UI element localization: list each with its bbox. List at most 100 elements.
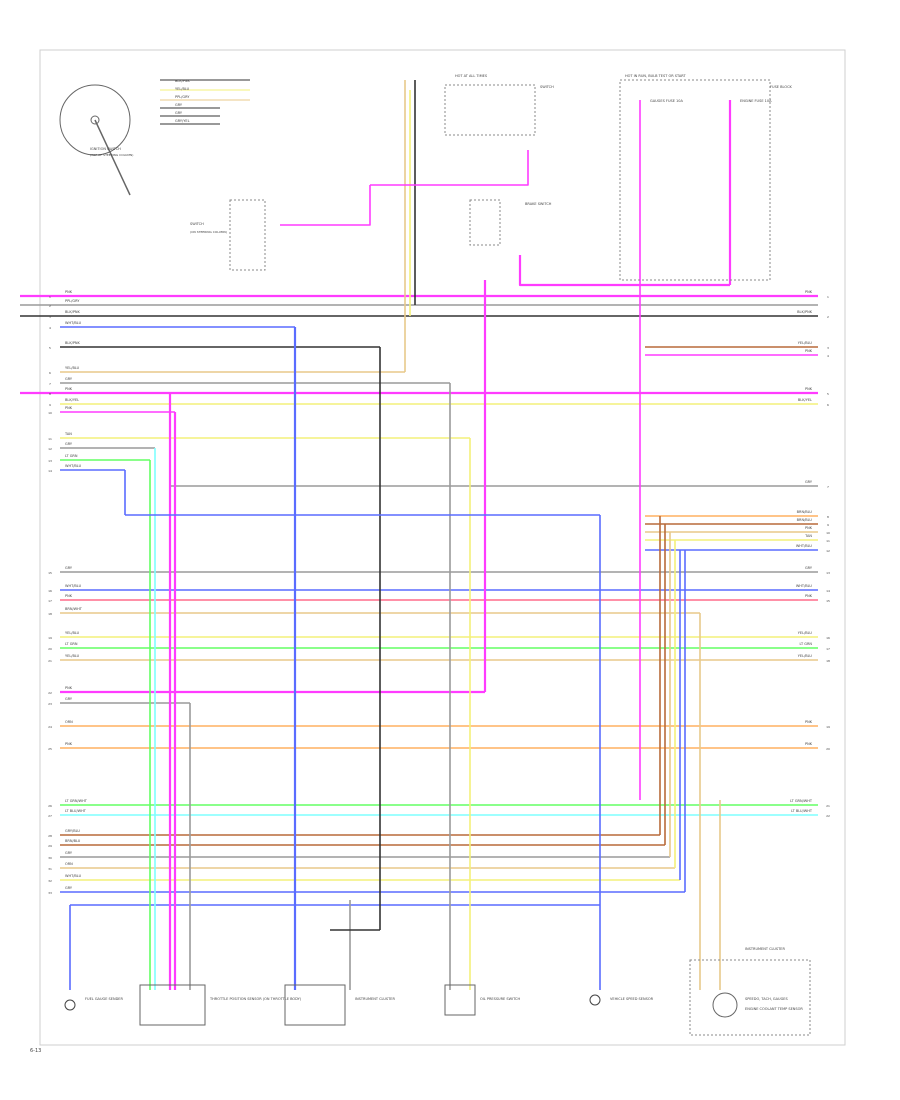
left-pin-number: 11: [48, 437, 52, 441]
right-pin-number: 8: [827, 515, 829, 519]
left-pin-number: 28: [48, 834, 52, 838]
right-wire-label: YEL/BLU: [798, 654, 813, 658]
right-pin-number: 4: [827, 354, 829, 358]
left-pin-number: 31: [48, 867, 52, 871]
left-wire-label: ORN: [65, 720, 73, 724]
cluster-label: INSTRUMENT CLUSTER: [745, 947, 785, 951]
left-pin-number: 16: [48, 589, 52, 593]
right-pin-number: 6: [827, 403, 829, 407]
left-pin-number: 1: [49, 295, 51, 299]
right-wire-label: BRN/BLU: [797, 510, 813, 514]
left-pin-number: 9: [49, 403, 51, 407]
left-pin-number: 33: [48, 891, 52, 895]
speed-sensor-label: VEHICLE SPEED SENSOR: [610, 997, 654, 1001]
top-center-switch-box: [444, 84, 536, 136]
tps-box: [139, 984, 206, 1026]
right-wire-label: GRY: [805, 566, 813, 570]
top-center-switch-label: SWITCH: [540, 85, 554, 89]
right-wire-label: PNK: [805, 742, 813, 746]
right-wire-label: PNK: [805, 290, 813, 294]
left-wire-label: GRY: [65, 851, 73, 855]
left-wire-label: PPL/GRY: [65, 299, 80, 303]
right-wire-label: YEL/BLU: [798, 631, 813, 635]
left-pin-number: 25: [48, 747, 52, 751]
right-pin-number: 16: [826, 636, 830, 640]
diagram-border: [39, 49, 846, 1046]
left-wire-label: LT GRN: [65, 454, 78, 458]
left-wire-label: GRY: [65, 442, 73, 446]
top-connector-label: GRY/YEL: [175, 119, 190, 123]
left-wire-label: GRY/BLU: [65, 829, 80, 833]
left-pin-number: 22: [48, 691, 52, 695]
fuse-right-label: ENGINE FUSE 10A: [740, 99, 772, 103]
left-wire-label: PNK: [65, 387, 73, 391]
left-wire-label: BLK/PNK: [65, 310, 81, 314]
left-pin-number: 15: [48, 571, 52, 575]
right-pin-number: 10: [826, 531, 830, 535]
right-pin-number: 12: [826, 549, 830, 553]
right-pin-number: 3: [827, 346, 829, 350]
left-wire-label: LT BLU/WHT: [65, 809, 87, 813]
left-pin-number: 10: [48, 411, 52, 415]
left-wire-label: BLK/PNK: [65, 341, 81, 345]
top-center-header: HOT AT ALL TIMES: [455, 74, 488, 78]
right-pin-number: 7: [827, 485, 829, 489]
right-pin-number: 18: [826, 659, 830, 663]
right-wire-label: WHT/BLU: [796, 544, 813, 548]
right-pin-number: 2: [827, 315, 829, 319]
top-connector-label: BLK/PNK: [175, 79, 191, 83]
left-pin-number: 21: [48, 659, 52, 663]
left-wire-label: GRY: [65, 566, 73, 570]
left-pin-number: 32: [48, 879, 52, 883]
right-wire-label: BLK/PNK: [797, 310, 813, 314]
left-pin-number: 5: [49, 346, 51, 350]
tps-label: THROTTLE POSITION SENSOR (ON THROTTLE BO…: [209, 997, 302, 1001]
left-pin-number: 14: [48, 469, 52, 473]
wire: [518, 255, 730, 287]
left-pin-number: 23: [48, 702, 52, 706]
left-pin-number: 26: [48, 804, 52, 808]
left-wire-label: GRY: [65, 886, 73, 890]
module-box: [284, 984, 346, 1026]
left-wire-label: LT GRN/WHT: [65, 799, 88, 803]
left-pin-number: 30: [48, 856, 52, 860]
top-connector-label: GRY: [175, 111, 183, 115]
oil-pressure-label: OIL PRESSURE SWITCH: [480, 997, 520, 1001]
module-label: INSTRUMENT CLUSTER: [355, 997, 395, 1001]
ignition-switch-hub: [90, 115, 100, 125]
fuel-sender-symbol: [64, 999, 76, 1011]
oil-pressure-box: [444, 984, 476, 1016]
brake-switch-box: [469, 199, 501, 246]
right-wire-label: PNK: [805, 387, 813, 391]
ignition-switch-housing: [59, 84, 131, 156]
right-pin-number: 14: [826, 589, 830, 593]
right-pin-number: 13: [826, 571, 830, 575]
ignition-switch-label: IGNITION SWITCH: [90, 147, 121, 151]
left-wire-label: PNK: [65, 594, 73, 598]
left-pin-number: 8: [49, 392, 51, 396]
left-wire-label: WHT/BLU: [65, 584, 82, 588]
left-pin-number: 3: [49, 315, 51, 319]
left-wire-label: PNK: [65, 406, 73, 410]
wire: [370, 150, 529, 186]
right-wire-label: PNK: [805, 526, 813, 530]
wire: [280, 185, 371, 226]
page-id: 6-13: [30, 1048, 41, 1054]
right-pin-number: 15: [826, 599, 830, 603]
left-wire-label: TAN: [64, 432, 72, 436]
right-pin-number: 17: [826, 647, 830, 651]
fuse-box: [619, 79, 771, 281]
right-wire-label: LT BLU/WHT: [791, 809, 813, 813]
left-wire-label: WHT/BLU: [65, 321, 82, 325]
left-wire-label: WHT/BLU: [65, 874, 82, 878]
ignition-switch-shaft: [94, 119, 131, 196]
right-pin-number: 21: [826, 804, 830, 808]
fuse-box-label: FUSE BLOCK: [770, 85, 793, 89]
left-wire-label: ORN: [65, 862, 73, 866]
top-right-header: HOT IN RUN, BULB TEST OR START: [625, 74, 686, 78]
right-wire-label: BRN/BLU: [797, 518, 813, 522]
left-pin-number: 17: [48, 599, 52, 603]
right-wire-label: YEL/BLU: [798, 341, 813, 345]
left-wire-label: YEL/BLU: [65, 654, 80, 658]
